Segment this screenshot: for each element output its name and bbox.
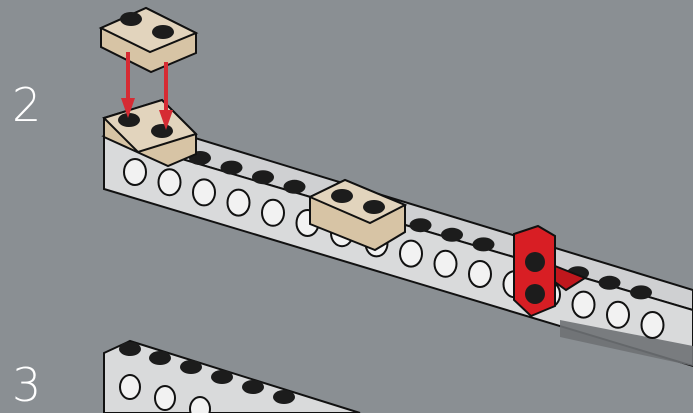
beam-hole [228, 190, 250, 216]
beam-stud [473, 237, 495, 251]
beam-stud [441, 228, 463, 242]
beam-hole [642, 312, 664, 338]
beam-hole [262, 200, 284, 226]
tan-plate-floating [101, 8, 196, 72]
beam-stud [252, 170, 274, 184]
beam-hole [435, 251, 457, 277]
beam-stud [630, 285, 652, 299]
beam-stud [221, 161, 243, 175]
beam-stud [284, 180, 306, 194]
beam-hole [159, 169, 181, 195]
beam-stud [410, 218, 432, 232]
beam-hole [469, 261, 491, 287]
beam-hole [607, 302, 629, 328]
beam-hole [193, 179, 215, 205]
beam-hole [573, 292, 595, 318]
beam-hole [400, 241, 422, 267]
technic-beam-next [104, 341, 360, 413]
beam-hole [124, 159, 146, 185]
beam-stud [599, 276, 621, 290]
